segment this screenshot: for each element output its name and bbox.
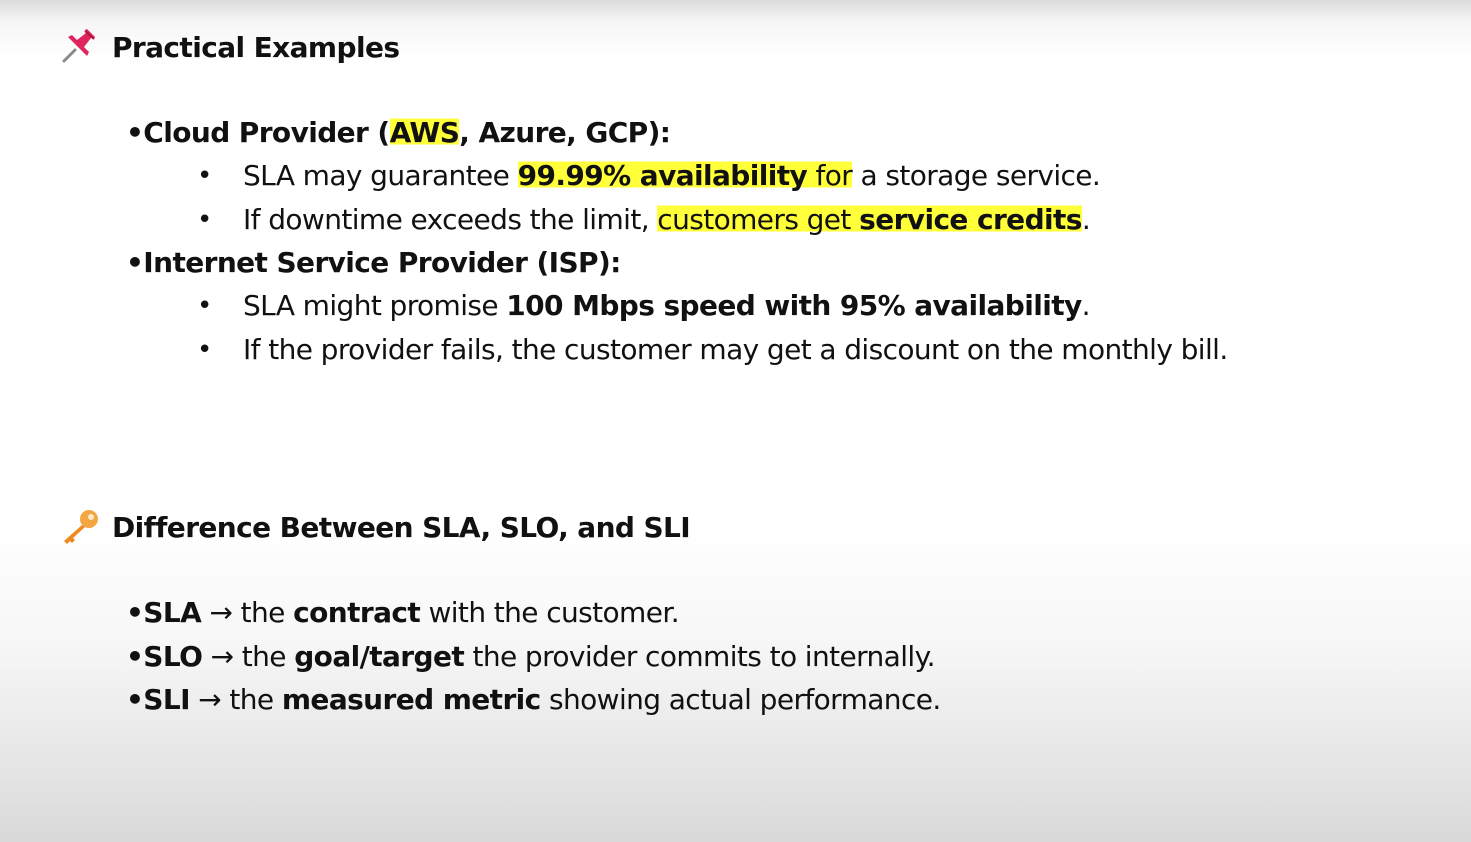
text-run: → the — [189, 683, 282, 716]
list-item-sla: •SLA → the contract with the customer. — [126, 595, 680, 631]
highlighted-text: for — [807, 159, 853, 192]
bold-text: goal/target — [294, 640, 465, 673]
list-item: SLA might promise 100 Mbps speed with 95… — [243, 288, 1091, 324]
text-run: Internet Service Provider (ISP): — [143, 246, 621, 279]
text-run: → the — [202, 640, 295, 673]
list-item: If the provider fails, the customer may … — [243, 332, 1228, 368]
bullet-dot: • — [197, 161, 213, 191]
highlighted-text: customers get — [657, 203, 860, 236]
term: •SLA — [126, 596, 202, 629]
term: •SLI — [126, 683, 191, 716]
section-heading-practical-examples: Practical Examples — [58, 27, 400, 67]
text-run: with the customer. — [420, 596, 679, 629]
pushpin-icon — [58, 27, 102, 67]
list-item-sli: •SLI → the measured metric showing actua… — [126, 682, 941, 718]
section-title: Difference Between SLA, SLO, and SLI — [112, 510, 691, 544]
key-icon — [58, 507, 102, 547]
list-item: SLA may guarantee 99.99% availability fo… — [243, 158, 1101, 194]
text-run: . — [1081, 203, 1091, 236]
text-run: Cloud Provider ( — [143, 116, 390, 149]
bold-text: 100 Mbps speed with 95% availability — [506, 289, 1082, 322]
highlighted-text: AWS — [389, 116, 460, 149]
text-run: SLA may guarantee — [243, 159, 518, 192]
text-run: a storage service. — [852, 159, 1101, 192]
section-heading-difference: Difference Between SLA, SLO, and SLI — [58, 507, 691, 547]
text-run: , Azure, GCP): — [459, 116, 671, 149]
text-run: → the — [201, 596, 294, 629]
highlighted-text: service credits — [859, 203, 1082, 236]
text-run: . — [1081, 289, 1091, 322]
bullet-dot: • — [197, 335, 213, 365]
text-run: If the provider fails, the customer may … — [243, 333, 1228, 366]
bold-text: measured metric — [281, 683, 541, 716]
section-title: Practical Examples — [112, 30, 400, 64]
highlighted-text: 99.99% availability — [517, 159, 808, 192]
text-run: If downtime exceeds the limit, — [243, 203, 658, 236]
bullet: • — [126, 246, 144, 279]
text-run: the provider commits to internally. — [464, 640, 935, 673]
bullet-dot: • — [197, 291, 213, 321]
text-run: SLA might promise — [243, 289, 507, 322]
bold-text: contract — [293, 596, 421, 629]
list-item-slo: •SLO → the goal/target the provider comm… — [126, 639, 935, 675]
bullet-dot: • — [197, 205, 213, 235]
term: •SLO — [126, 640, 203, 673]
list-item: If downtime exceeds the limit, customers… — [243, 202, 1091, 238]
bullet: • — [126, 116, 144, 149]
group-title-isp: •Internet Service Provider (ISP): — [126, 245, 621, 281]
group-title-cloud-provider: •Cloud Provider (AWS, Azure, GCP): — [126, 115, 671, 151]
text-run: showing actual performance. — [540, 683, 941, 716]
